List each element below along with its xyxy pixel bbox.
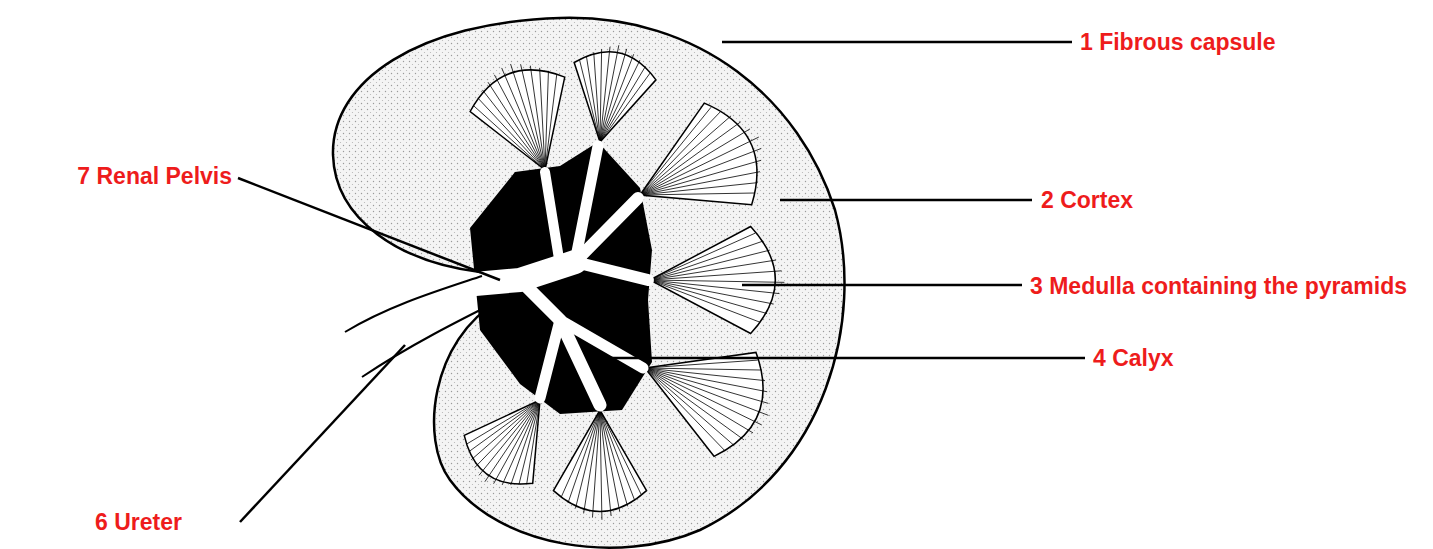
pyramid-striation [540,68,545,170]
leader-line [780,199,1032,202]
pyramid-striation [469,400,540,452]
pyramid-striation [471,400,540,460]
pyramid-striation [600,410,620,512]
pyramid-striation [467,400,540,444]
pyramid-striation [575,410,600,508]
pyramid-striation [594,52,600,142]
pyramid-striation [494,75,545,170]
leader-line [722,41,1072,44]
pyramid-striation [645,368,744,440]
pelvis-calyces [430,146,648,405]
pyramid-striation [640,111,721,195]
part-label: 2 Cortex [1041,187,1133,213]
pyramid-striation [645,360,758,368]
pyramid-striation [650,241,763,280]
pyramid-striation [600,410,635,501]
pyramid-striation [478,98,545,170]
pyramid-striation [584,410,600,513]
pyramid-striation [645,368,762,425]
pyramid-striation [502,400,540,485]
pyramid-striation [561,410,600,497]
pyramid-striation [645,368,753,433]
fibrous-capsule-outline [333,18,845,548]
pyramid-striation [640,193,754,195]
part-label: 3 Medulla containing the pyramids [1030,273,1415,299]
renal-pyramid [645,352,763,456]
pyramid-striation [586,56,600,142]
part-label: 7 Renal Pelvis [77,163,232,189]
renal-pyramid [464,400,540,484]
pyramid-striation [650,271,782,280]
pyramid-striation [645,368,767,392]
pyramid-striation [640,172,760,195]
pyramid-striation [650,280,760,322]
pyramid-striation [568,410,600,503]
pyramid-striation [645,368,725,450]
pyramid-striation [640,183,758,195]
pyramid-striation [600,60,640,142]
pyramid-striation [545,75,557,170]
pyramid-striation [650,280,779,294]
cortex-fill [333,18,845,548]
pyramid-striation [600,410,628,506]
pyramid-striation [530,66,545,170]
ureter-wall [345,276,482,332]
pyramid-striation [521,64,545,170]
pyramid-striation [600,66,645,142]
pyramid-striation [511,64,545,170]
renal-pyramid [640,103,757,205]
pyramid-striation [494,400,540,484]
pyramid-striation [600,54,634,142]
pyramid-striation [640,148,761,195]
pyramid-striation [600,410,602,520]
pyramid-striation [600,73,650,142]
pyramid-striation [640,116,731,195]
part-label: 1 Fibrous capsule [1080,29,1276,55]
leader-line [240,345,405,522]
pyramid-striation [600,45,619,142]
pyramid-striation [650,233,755,280]
pyramid-striation [650,260,776,280]
leader-lines [238,42,1085,522]
part-label: 6 Ureter [95,509,182,535]
leader-line [742,284,1022,287]
pyramid-striation [645,368,734,446]
pyramid-striation [650,280,774,304]
pyramid-striation [502,68,545,170]
leader-line [238,178,500,280]
part-label: 4 Calyx [1093,345,1174,371]
pyramid-striation [640,122,741,195]
leader-line [595,357,1085,360]
pyramid-striation [645,368,768,415]
pyramid-striation [640,160,761,195]
pyramid-striation [488,82,545,170]
ureter-wall [362,300,500,377]
